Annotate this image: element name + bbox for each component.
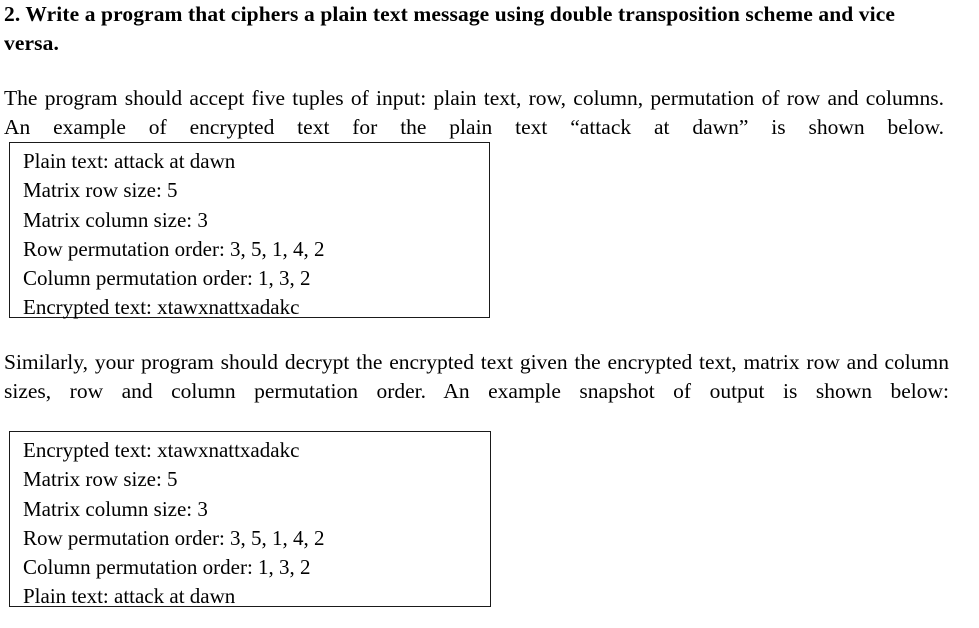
decryption-line-column-permutation-order: Column permutation order: 1, 3, 2 <box>23 555 311 580</box>
decryption-line-matrix-column-size: Matrix column size: 3 <box>23 496 208 521</box>
encryption-line-encrypted-text: Encrypted text: xtawxnattxadakc <box>23 295 300 320</box>
encryption-line-matrix-row-size: Matrix row size: 5 <box>23 178 178 203</box>
similarly-paragraph: Similarly, your program should decrypt t… <box>4 350 949 403</box>
encryption-line-column-permutation-order: Column permutation order: 1, 3, 2 <box>23 266 311 291</box>
question-heading: 2. Write a program that ciphers a plain … <box>4 2 896 55</box>
decryption-line-matrix-row-size: Matrix row size: 5 <box>23 467 178 492</box>
intro-paragraph: The program should accept five tuples of… <box>4 86 944 139</box>
encryption-line-plain-text: Plain text: attack at dawn <box>23 149 236 173</box>
encryption-line-matrix-column-size: Matrix column size: 3 <box>23 207 208 232</box>
encryption-example-box: Plain text: attack at dawn Matrix row si… <box>9 142 490 319</box>
decryption-line-plain-text: Plain text: attack at dawn <box>23 584 236 609</box>
decryption-line-encrypted-text: Encrypted text: xtawxnattxadakc <box>23 438 300 462</box>
decryption-example-box: Encrypted text: xtawxnattxadakc Matrix r… <box>9 431 491 608</box>
decryption-line-row-permutation-order: Row permutation order: 3, 5, 1, 4, 2 <box>23 525 325 550</box>
encryption-line-row-permutation-order: Row permutation order: 3, 5, 1, 4, 2 <box>23 236 325 261</box>
